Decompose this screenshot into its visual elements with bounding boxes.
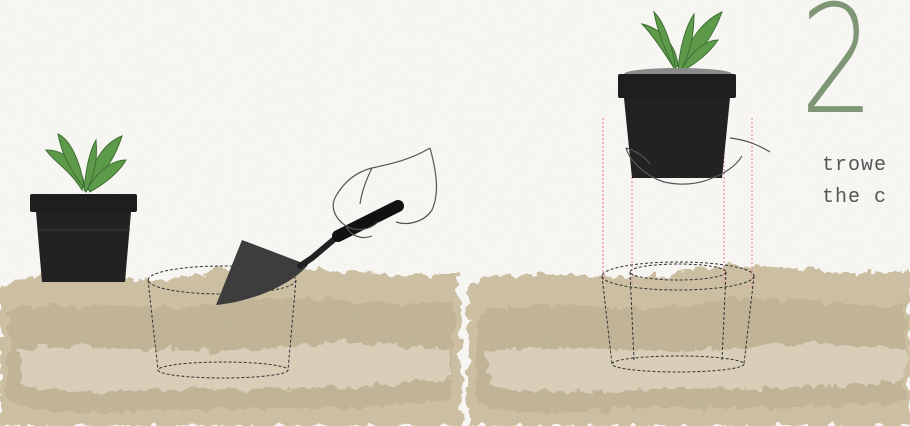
caption-line-1: trowe [822, 150, 910, 182]
step-caption: trowe the c [822, 150, 910, 214]
step-number: 2 [800, 0, 874, 136]
caption-line-2: the c [822, 182, 910, 214]
